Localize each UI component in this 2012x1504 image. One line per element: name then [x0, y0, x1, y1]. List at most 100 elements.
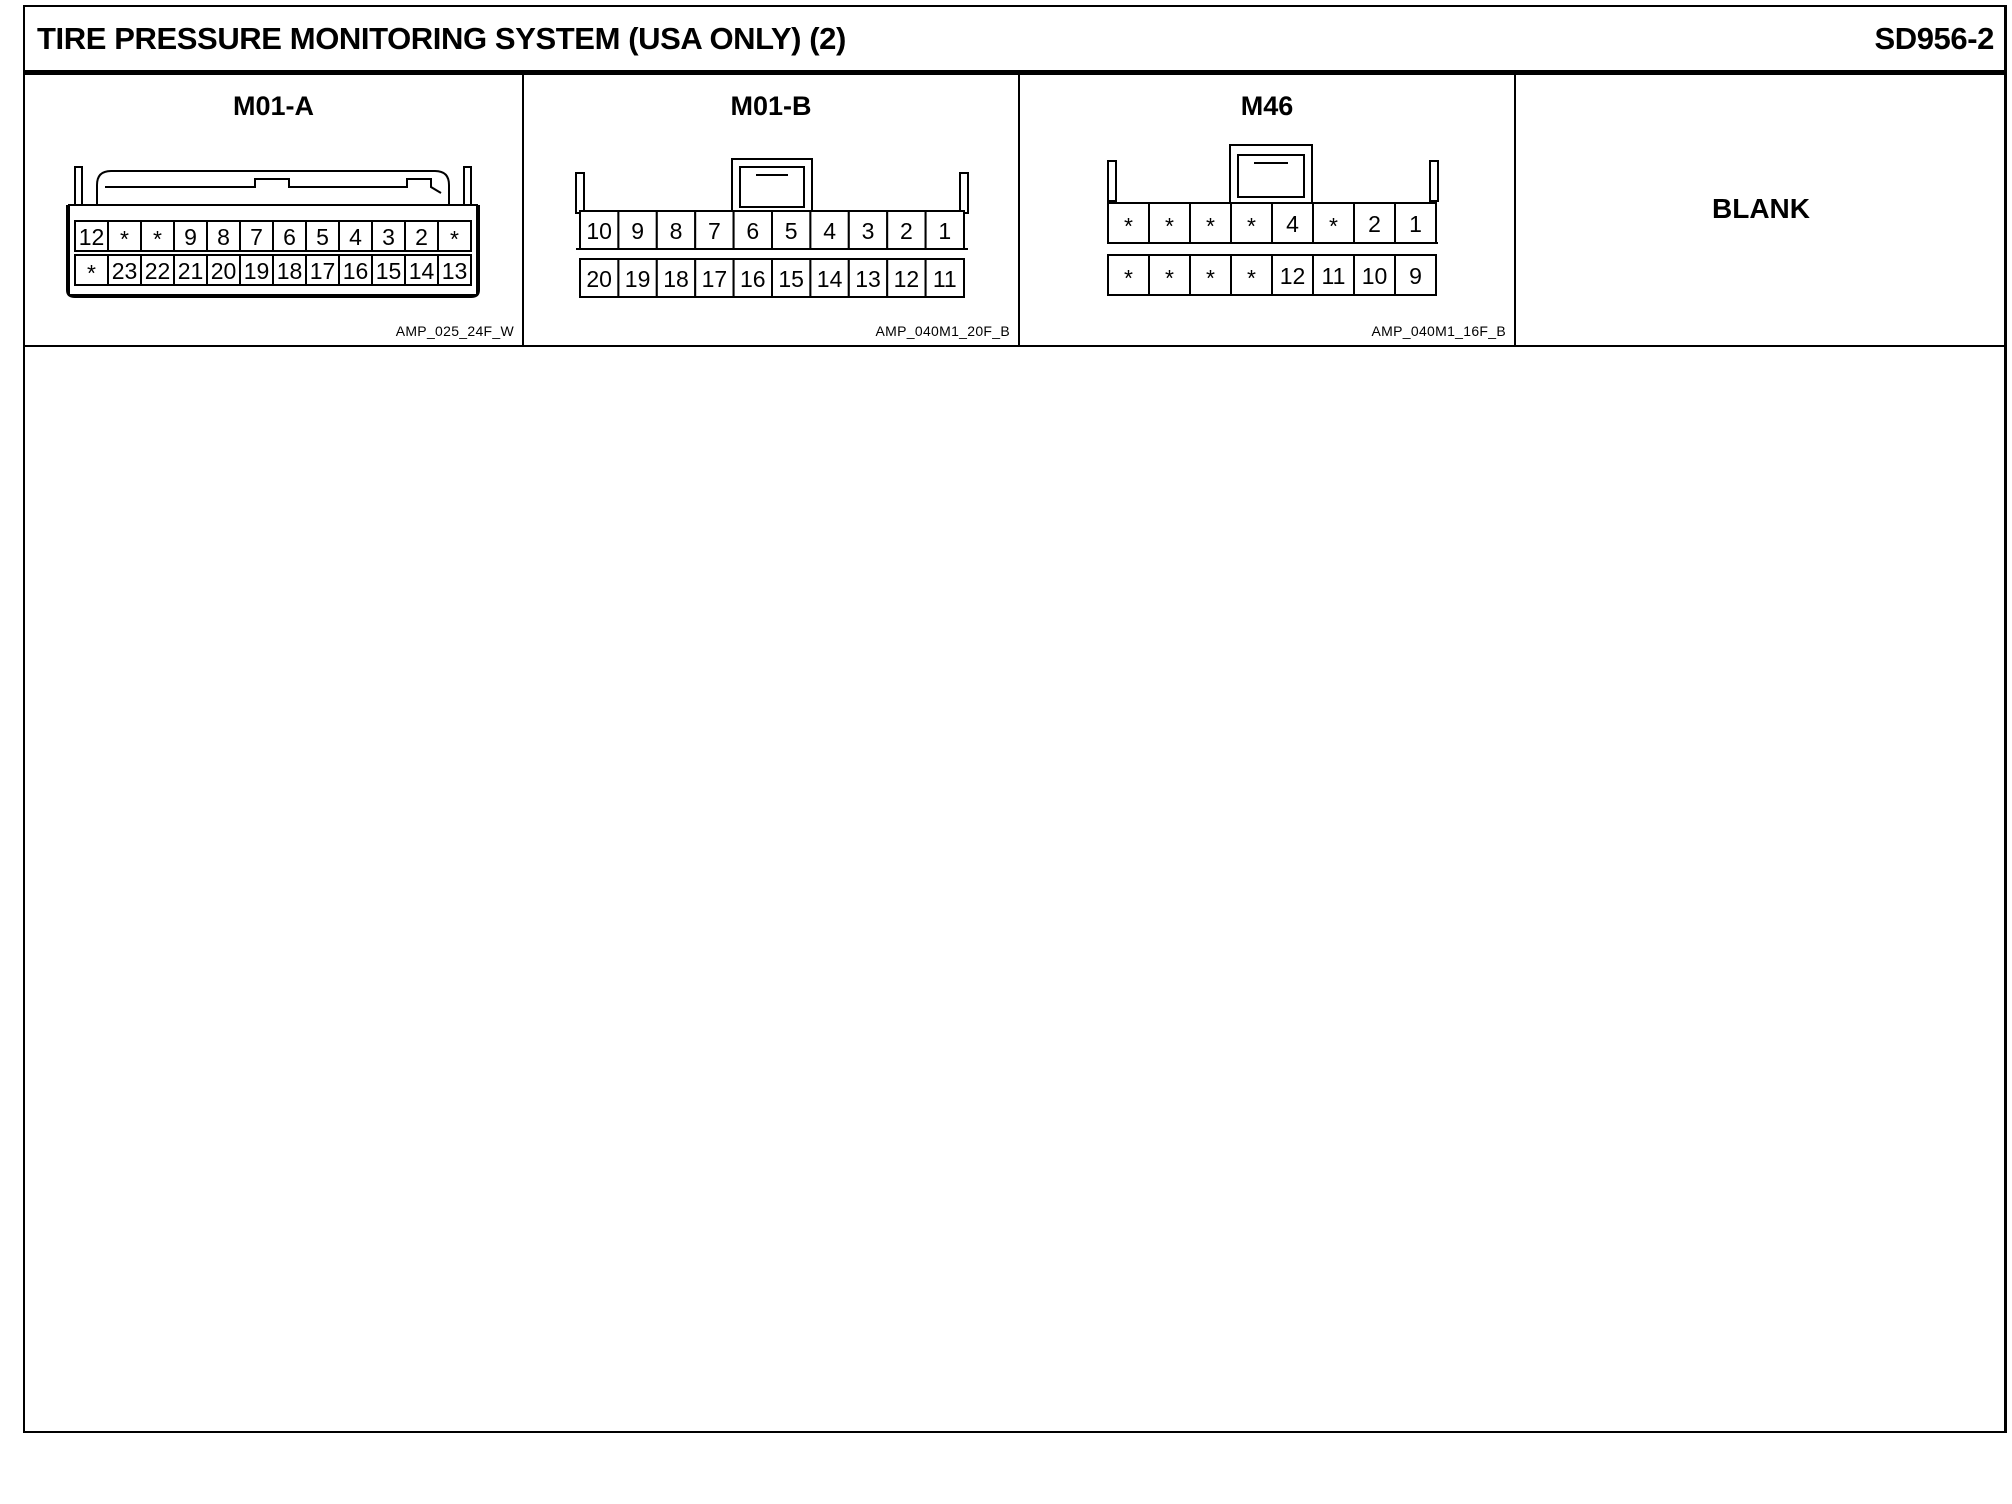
pin-18: 18 — [272, 254, 307, 286]
pin-5: 5 — [771, 210, 812, 250]
pin-9: 9 — [617, 210, 658, 250]
empty-pin: * — [1230, 202, 1273, 244]
pin-label: * — [1329, 213, 1338, 239]
pin-label: 15 — [778, 266, 804, 292]
pin-16: 16 — [338, 254, 373, 286]
pin-label: 12 — [894, 266, 920, 292]
pin-label: 6 — [283, 224, 296, 250]
pin-11: 11 — [1312, 254, 1355, 296]
pin-label: 13 — [855, 266, 881, 292]
pin-label: 5 — [316, 224, 329, 250]
connector-name: M01-A — [232, 91, 314, 121]
pin-label: 19 — [244, 258, 270, 284]
pin-label: 11 — [933, 266, 957, 292]
pin-7: 7 — [694, 210, 735, 250]
pin-label: 2 — [1368, 211, 1381, 237]
pin-10: 10 — [1353, 254, 1396, 296]
pin-9: 9 — [1394, 254, 1437, 296]
pin-label: 17 — [702, 266, 728, 292]
pin-20: 20 — [579, 258, 620, 298]
connector-name: M01-B — [730, 91, 812, 121]
pin-label: 4 — [823, 218, 836, 244]
pin-label: * — [87, 260, 96, 286]
pin-2: 2 — [404, 220, 439, 252]
pin-4: 4 — [338, 220, 373, 252]
empty-pin: * — [1107, 202, 1150, 244]
pin-18: 18 — [655, 258, 697, 298]
pin-label: 20 — [586, 266, 612, 292]
empty-pin: * — [74, 254, 109, 286]
pin-23: 23 — [107, 254, 142, 286]
pin-12: 12 — [1271, 254, 1314, 296]
pin-16: 16 — [732, 258, 774, 298]
connector-part-number: AMP_040M1_20F_B — [875, 323, 1010, 339]
pin-3: 3 — [847, 210, 889, 250]
pin-8: 8 — [206, 220, 241, 252]
pin-label: * — [120, 226, 129, 252]
pin-13: 13 — [437, 254, 472, 286]
pin-2: 2 — [1353, 202, 1396, 244]
pin-label: * — [1247, 213, 1256, 239]
pin-label: 2 — [900, 218, 913, 244]
connector-name: M46 — [1240, 91, 1294, 121]
pin-label: 2 — [415, 224, 428, 250]
pin-label: 10 — [1362, 263, 1388, 289]
connector-part-number: AMP_040M1_16F_B — [1371, 323, 1506, 339]
pin-label: * — [1247, 265, 1256, 291]
pin-15: 15 — [371, 254, 406, 286]
pin-3: 3 — [371, 220, 406, 252]
pin-label: * — [1206, 265, 1215, 291]
pin-11: 11 — [924, 258, 966, 298]
pin-4: 4 — [1271, 202, 1314, 244]
empty-pin: * — [107, 220, 142, 252]
page-code: SD956-2 — [1874, 21, 1994, 56]
pin-12: 12 — [74, 220, 109, 252]
diagram-frame: TIRE PRESSURE MONITORING SYSTEM (USA ONL… — [23, 5, 2007, 1433]
pin-label: 21 — [178, 258, 204, 284]
pin-17: 17 — [305, 254, 340, 286]
pin-label: 12 — [1280, 263, 1306, 289]
pin-label: * — [1124, 265, 1133, 291]
page-title: TIRE PRESSURE MONITORING SYSTEM (USA ONL… — [37, 21, 846, 56]
empty-pin: * — [1148, 254, 1191, 296]
pin-label: 18 — [277, 258, 303, 284]
pin-label: 14 — [409, 258, 435, 284]
pin-1: 1 — [1394, 202, 1437, 244]
empty-pin: * — [1189, 202, 1232, 244]
pin-label: * — [1165, 265, 1174, 291]
empty-pin: * — [1189, 254, 1232, 296]
pin-label: 16 — [740, 266, 766, 292]
empty-pin: * — [1312, 202, 1355, 244]
connector-part-number: AMP_025_24F_W — [395, 323, 514, 339]
pin-4: 4 — [809, 210, 850, 250]
pin-8: 8 — [655, 210, 697, 250]
pin-22: 22 — [140, 254, 175, 286]
pin-7: 7 — [239, 220, 274, 252]
empty-pin: * — [140, 220, 175, 252]
pin-label: 9 — [1409, 263, 1422, 289]
pin-label: 14 — [817, 266, 843, 292]
pin-label: 4 — [1286, 211, 1299, 237]
pin-label: 19 — [625, 266, 651, 292]
pin-17: 17 — [694, 258, 735, 298]
pin-label: * — [1206, 213, 1215, 239]
pin-6: 6 — [732, 210, 774, 250]
pin-label: 22 — [145, 258, 171, 284]
empty-pin: * — [437, 220, 472, 252]
pin-label: 4 — [349, 224, 362, 250]
pin-label: 7 — [250, 224, 263, 250]
empty-pin: * — [1148, 202, 1191, 244]
pin-label: * — [153, 226, 162, 252]
pin-label: 3 — [862, 218, 875, 244]
pin-label: * — [450, 226, 459, 252]
pin-5: 5 — [305, 220, 340, 252]
